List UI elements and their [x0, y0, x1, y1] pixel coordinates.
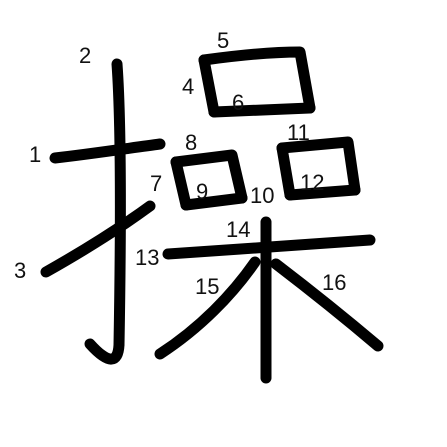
stroke-number-13: 13	[135, 245, 159, 270]
stroke-3	[40, 200, 156, 278]
stroke-number-9: 9	[196, 179, 208, 204]
stroke-number-labels: 1 2 3 4 5 6 7 8 9 10 11 12 13 14 15 16	[14, 28, 346, 299]
strokes	[40, 46, 384, 384]
stroke-number-8: 8	[185, 130, 197, 155]
stroke-number-16: 16	[322, 270, 346, 295]
stroke-15	[154, 256, 261, 360]
stroke-7	[170, 156, 192, 211]
stroke-2	[84, 58, 126, 365]
stroke-16	[270, 258, 384, 352]
stroke-5	[198, 46, 316, 114]
stroke-6	[208, 102, 316, 118]
stroke-12	[284, 184, 361, 201]
stroke-10	[276, 142, 296, 201]
stroke-number-6: 6	[232, 90, 244, 115]
stroke-number-5: 5	[217, 28, 229, 53]
stroke-4	[198, 54, 220, 118]
stroke-number-11: 11	[287, 120, 310, 145]
stroke-11	[276, 136, 361, 196]
stroke-8	[170, 149, 248, 204]
stroke-number-4: 4	[182, 74, 194, 99]
stroke-1	[49, 138, 166, 164]
stroke-number-12: 12	[300, 170, 324, 195]
stroke-number-3: 3	[14, 258, 26, 283]
stroke-9	[180, 192, 248, 211]
stroke-number-7: 7	[150, 171, 162, 196]
stroke-number-10: 10	[250, 183, 274, 208]
stroke-number-14: 14	[226, 217, 250, 242]
stroke-number-1: 1	[29, 142, 41, 167]
stroke-number-15: 15	[195, 274, 219, 299]
stroke-number-2: 2	[79, 43, 91, 68]
